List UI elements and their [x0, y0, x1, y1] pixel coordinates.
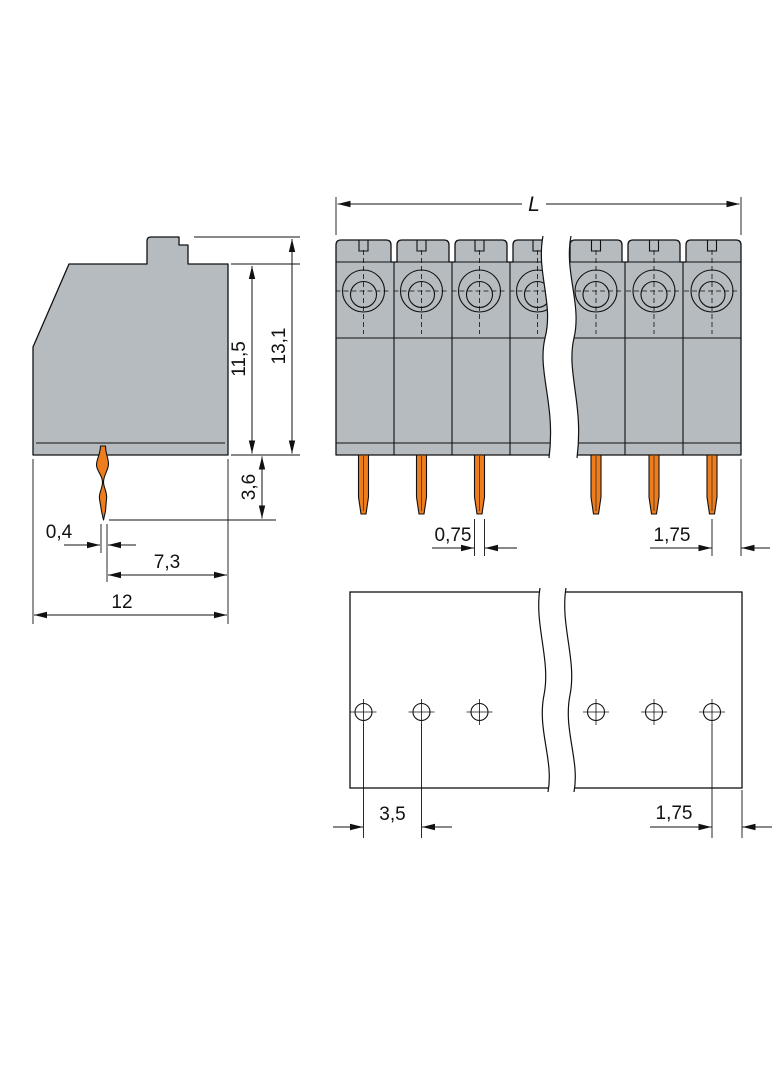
dim-label-pin-length: 3,6	[239, 474, 260, 500]
break-edge-left	[538, 587, 550, 793]
dim-label-front-pin-width: 0,75	[435, 525, 472, 546]
side-view-solder-pin	[95, 445, 110, 521]
side-view-extension-lines	[32, 236, 300, 624]
dim-label-pin-width: 0,4	[46, 522, 73, 543]
dimension-front-edge-distance: 1,75	[650, 459, 770, 556]
hole-5	[641, 699, 667, 725]
hole-1	[350, 699, 377, 725]
dimension-bottom-edge-distance: 1,75	[650, 724, 772, 838]
dim-label-depth-inner: 7,3	[154, 552, 180, 573]
clamp-unit-2	[393, 240, 450, 334]
dimension-total-length: L	[335, 193, 742, 235]
hole-2	[408, 699, 435, 725]
dimension-height-upper: 11,5	[229, 266, 256, 454]
dim-label-bottom-edge-distance: 1,75	[656, 803, 693, 824]
dim-label-total-length: L	[528, 193, 540, 216]
dimension-depth-inner: 7,3	[108, 552, 227, 579]
bottom-view-break	[538, 587, 576, 793]
clamp-unit-1	[335, 240, 392, 334]
break-edge-right	[568, 235, 580, 459]
dim-label-front-edge-distance: 1,75	[654, 525, 691, 546]
front-view-pole-dividers	[393, 262, 684, 455]
side-view: 11,5 13,1 3,6 0,4 7,3 12	[32, 236, 300, 624]
front-view-housing	[335, 239, 742, 456]
hole-4	[583, 699, 609, 725]
dimension-pin-length: 3,6	[239, 456, 266, 519]
side-view-housing	[32, 236, 229, 456]
dimension-depth-total: 12	[34, 592, 227, 619]
break-edge-left	[540, 235, 552, 459]
dimension-hole-pitch: 3,5	[333, 724, 452, 838]
dimension-height-total: 13,1	[269, 239, 296, 454]
bottom-view-holes	[350, 699, 725, 725]
clamp-unit-7	[684, 240, 740, 334]
front-view-break	[540, 235, 580, 459]
dim-label-height-total: 13,1	[269, 328, 290, 365]
clamp-unit-3	[451, 240, 508, 334]
hole-6	[699, 699, 725, 725]
clamp-unit-5-partial	[568, 240, 624, 334]
front-view: L 0,75 1,75	[335, 193, 770, 556]
dimension-front-pin-width: 0,75	[432, 519, 517, 556]
bottom-view: 3,5 1,75	[333, 587, 772, 838]
front-view-pins	[357, 454, 718, 515]
dim-label-hole-pitch: 3,5	[379, 804, 405, 825]
break-edge-right	[564, 587, 576, 793]
hole-3	[466, 699, 493, 725]
dimension-pin-width: 0,4	[46, 522, 136, 549]
dim-label-height-upper: 11,5	[229, 341, 250, 377]
dim-label-depth-total: 12	[111, 592, 132, 613]
clamp-unit-6	[626, 240, 682, 334]
